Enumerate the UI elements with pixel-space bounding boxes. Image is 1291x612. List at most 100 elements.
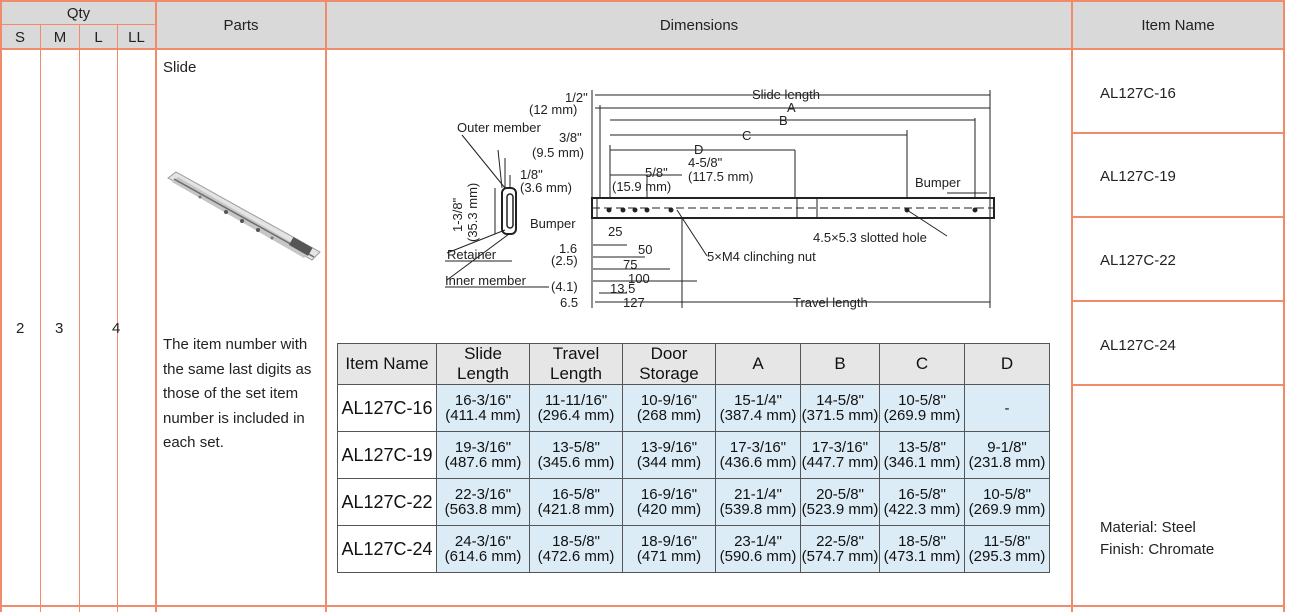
size-l: L [94,29,103,46]
dim-five-eighth: 5/8" [645,165,668,180]
dim-50: 50 [638,242,652,257]
item-name-24: AL127C-24 [1100,337,1176,354]
cell-b: 14-5/8"(371.5 mm) [800,384,880,432]
cell-slide-length: 24-3/16"(614.6 mm) [436,525,530,573]
dim-four-five-eighth-mm: (117.5 mm) [688,169,754,184]
label-clinching-nut: 5×M4 clinching nut [707,249,816,264]
item-divider-2 [1071,216,1285,218]
dim-25: 25 [608,224,622,239]
spec-header-a: A [715,343,801,385]
col-border-s [40,24,41,612]
cell-travel-length: 13-5/8"(345.6 mm) [529,431,623,479]
dim-2-5: (2.5) [551,253,578,268]
cell-door-storage: 18-9/16"(471 mm) [622,525,716,573]
cell-travel-length: 18-5/8"(472.6 mm) [529,525,623,573]
dim-1-6: 1.6 [559,241,577,256]
row-item-name: AL127C-19 [337,431,437,479]
table-top-border [0,0,1285,2]
label-outer-member: Outer member [457,120,541,135]
qty-divider [0,24,155,25]
label-slotted-hole: 4.5×5.3 slotted hole [813,230,927,245]
dim-one-eighth-mm: (3.6 mm) [520,180,572,195]
dim-three-eighth: 3/8" [559,130,582,145]
cell-door-storage: 13-9/16"(344 mm) [622,431,716,479]
dim-one-eighth: 1/8" [520,167,543,182]
dim-height-mm: (35.3 mm) [465,183,480,242]
header-bottom-border [0,48,1285,50]
item-name-16: AL127C-16 [1100,85,1176,102]
dim-half-mm: (12 mm) [529,102,577,117]
row-item-name: AL127C-24 [337,525,437,573]
cell-c: 13-5/8"(346.1 mm) [879,431,965,479]
dim-75: 75 [623,257,637,272]
col-border-qty [155,0,157,612]
size-s: S [14,29,25,46]
label-d: D [694,142,703,157]
dim-127: 127 [623,295,645,310]
label-inner-member: Inner member [445,273,527,288]
material-label: Material: Steel [1100,519,1196,536]
label-b: B [779,113,788,128]
size-m: M [53,29,67,46]
spec-header-item-name: Item Name [337,343,437,385]
row-item-name: AL127C-16 [337,384,437,432]
dim-100: 100 [628,271,650,286]
col-border-m [79,24,80,612]
spec-header-d: D [964,343,1050,385]
col-border-left [0,0,2,612]
cell-slide-length: 19-3/16"(487.6 mm) [436,431,530,479]
size-ll: LL [128,29,145,46]
item-name-19: AL127C-19 [1100,168,1176,185]
cell-b: 22-5/8"(574.7 mm) [800,525,880,573]
dim-13-5: 13.5 [610,281,635,296]
label-slide-length: Slide length [752,87,820,102]
spec-header-row: Item Name Slide Length Travel Length Doo… [337,343,1050,385]
table-row: AL127C-22 22-3/16"(563.8 mm) 16-5/8"(421… [337,478,1050,526]
cross-section-outer [501,187,517,235]
item-name-header: Item Name [1141,17,1215,34]
table-bottom-border [0,605,1285,607]
spec-header-c: C [879,343,965,385]
cell-door-storage: 16-9/16"(420 mm) [622,478,716,526]
item-divider-4 [1071,384,1285,386]
cell-d: 10-5/8"(269.9 mm) [964,478,1050,526]
qty-l: 4 [112,320,121,337]
cell-d: 9-1/8"(231.8 mm) [964,431,1050,479]
cell-b: 17-3/16"(447.7 mm) [800,431,880,479]
part-note: The item number with the same last digit… [163,336,312,451]
qty-header: Qty [66,5,91,22]
dimensions-header: Dimensions [659,17,739,34]
col-border-l [117,24,118,612]
cross-section-inner [506,193,514,229]
spec-header-door-storage: Door Storage [622,343,716,385]
finish-label: Finish: Chromate [1100,541,1215,558]
part-name: Slide [163,59,197,76]
spec-header-travel-length: Travel Length [529,343,623,385]
table-row: AL127C-19 19-3/16"(487.6 mm) 13-5/8"(345… [337,431,1050,479]
item-name-22: AL127C-22 [1100,252,1176,269]
dim-6-5: 6.5 [560,295,578,310]
header-bar [0,0,1283,48]
cell-a: 15-1/4"(387.4 mm) [715,384,801,432]
cell-door-storage: 10-9/16"(268 mm) [622,384,716,432]
label-retainer: Retainer [447,247,497,262]
dim-half-in: 1/2" [565,90,588,105]
row-item-name: AL127C-22 [337,478,437,526]
table-row: AL127C-24 24-3/16"(614.6 mm) 18-5/8"(472… [337,525,1050,573]
dim-4-1: (4.1) [551,279,578,294]
dimension-drawing: 1/2" (12 mm) Outer member 3/8" (9.5 mm) … [445,87,995,310]
spec-header-b: B [800,343,880,385]
cell-a: 23-1/4"(590.6 mm) [715,525,801,573]
table-row: AL127C-16 16-3/16"(411.4 mm) 11-11/16"(2… [337,384,1050,432]
cell-c: 10-5/8"(269.9 mm) [879,384,965,432]
cell-c: 16-5/8"(422.3 mm) [879,478,965,526]
cell-slide-length: 22-3/16"(563.8 mm) [436,478,530,526]
dim-three-eighth-mm: (9.5 mm) [532,145,584,160]
col-border-parts [325,0,327,612]
spec-table: Item Name Slide Length Travel Length Doo… [337,343,1050,573]
slide-photo [167,171,321,261]
cell-a: 21-1/4"(539.8 mm) [715,478,801,526]
cell-slide-length: 16-3/16"(411.4 mm) [436,384,530,432]
qty-s: 2 [16,320,25,337]
col-border-right [1283,0,1285,612]
